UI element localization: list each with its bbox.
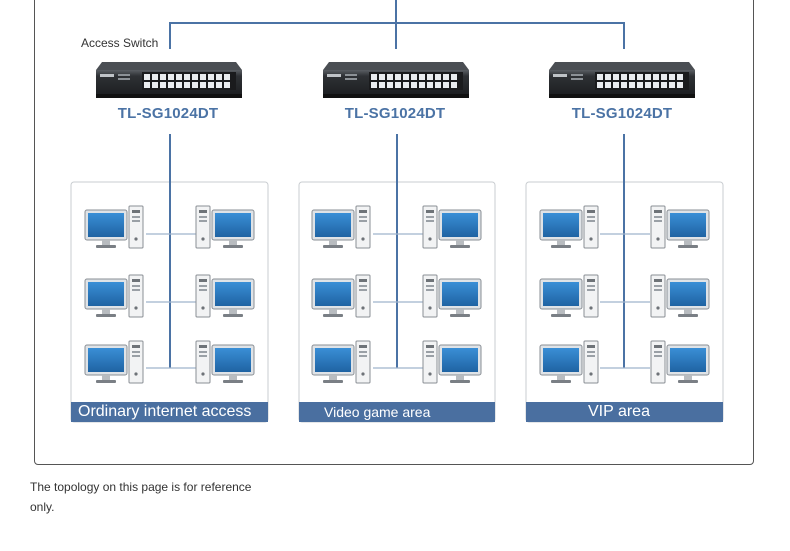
- area-label-ordinary: Ordinary internet access: [78, 403, 252, 420]
- area-label-vip: VIP area: [588, 403, 650, 420]
- switch-model-label: TL-SG1024DT: [117, 105, 219, 122]
- area-label-video-game: Video game area: [324, 404, 431, 420]
- switch-2: [323, 62, 469, 98]
- branch-lines: [146, 233, 650, 369]
- switch-model-label: TL-SG1024DT: [571, 105, 673, 122]
- switch-3: [549, 62, 695, 98]
- uplink-lines: [169, 0, 625, 49]
- downlink-lines: [169, 134, 625, 368]
- access-switch-label: Access Switch: [81, 36, 159, 50]
- reference-caption: The topology on this page is for referen…: [30, 480, 252, 514]
- switch-1: [96, 62, 242, 98]
- switch-model-label: TL-SG1024DT: [344, 105, 446, 122]
